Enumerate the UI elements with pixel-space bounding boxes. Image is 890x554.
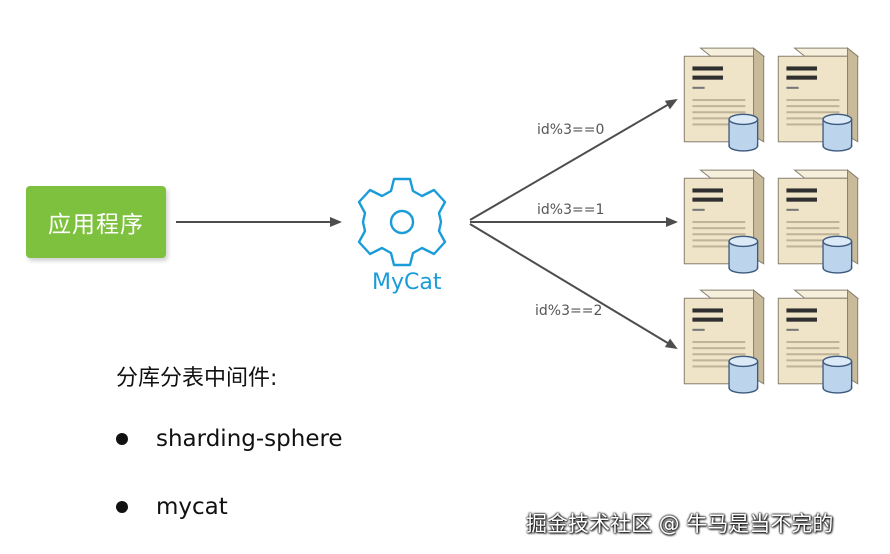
list-item: sharding-sphere [116,426,343,452]
mycat-label: MyCat [372,270,442,295]
server-icon [777,47,859,152]
application-box: 应用程序 [26,186,166,258]
route-arrow-0 [469,98,678,221]
server-icon [777,289,859,394]
watermark: 掘金技术社区 @ 牛马是当不完的 [526,512,834,536]
middleware-title: 分库分表中间件: [116,366,278,391]
list-item: mycat [116,494,228,520]
application-label: 应用程序 [48,212,144,238]
list-item-text: sharding-sphere [156,426,343,452]
bullet-icon [116,501,128,513]
server-icon [683,47,765,152]
bullet-icon [116,433,128,445]
route-label-0: id%3==0 [537,122,605,138]
server-icon [683,289,765,394]
route-label-2: id%3==2 [535,303,603,319]
server-icon [683,169,765,274]
list-item-text: mycat [156,494,228,520]
gear-icon [357,177,447,267]
server-icon [777,169,859,274]
route-label-1: id%3==1 [537,202,605,218]
route-arrow-2 [469,223,678,350]
